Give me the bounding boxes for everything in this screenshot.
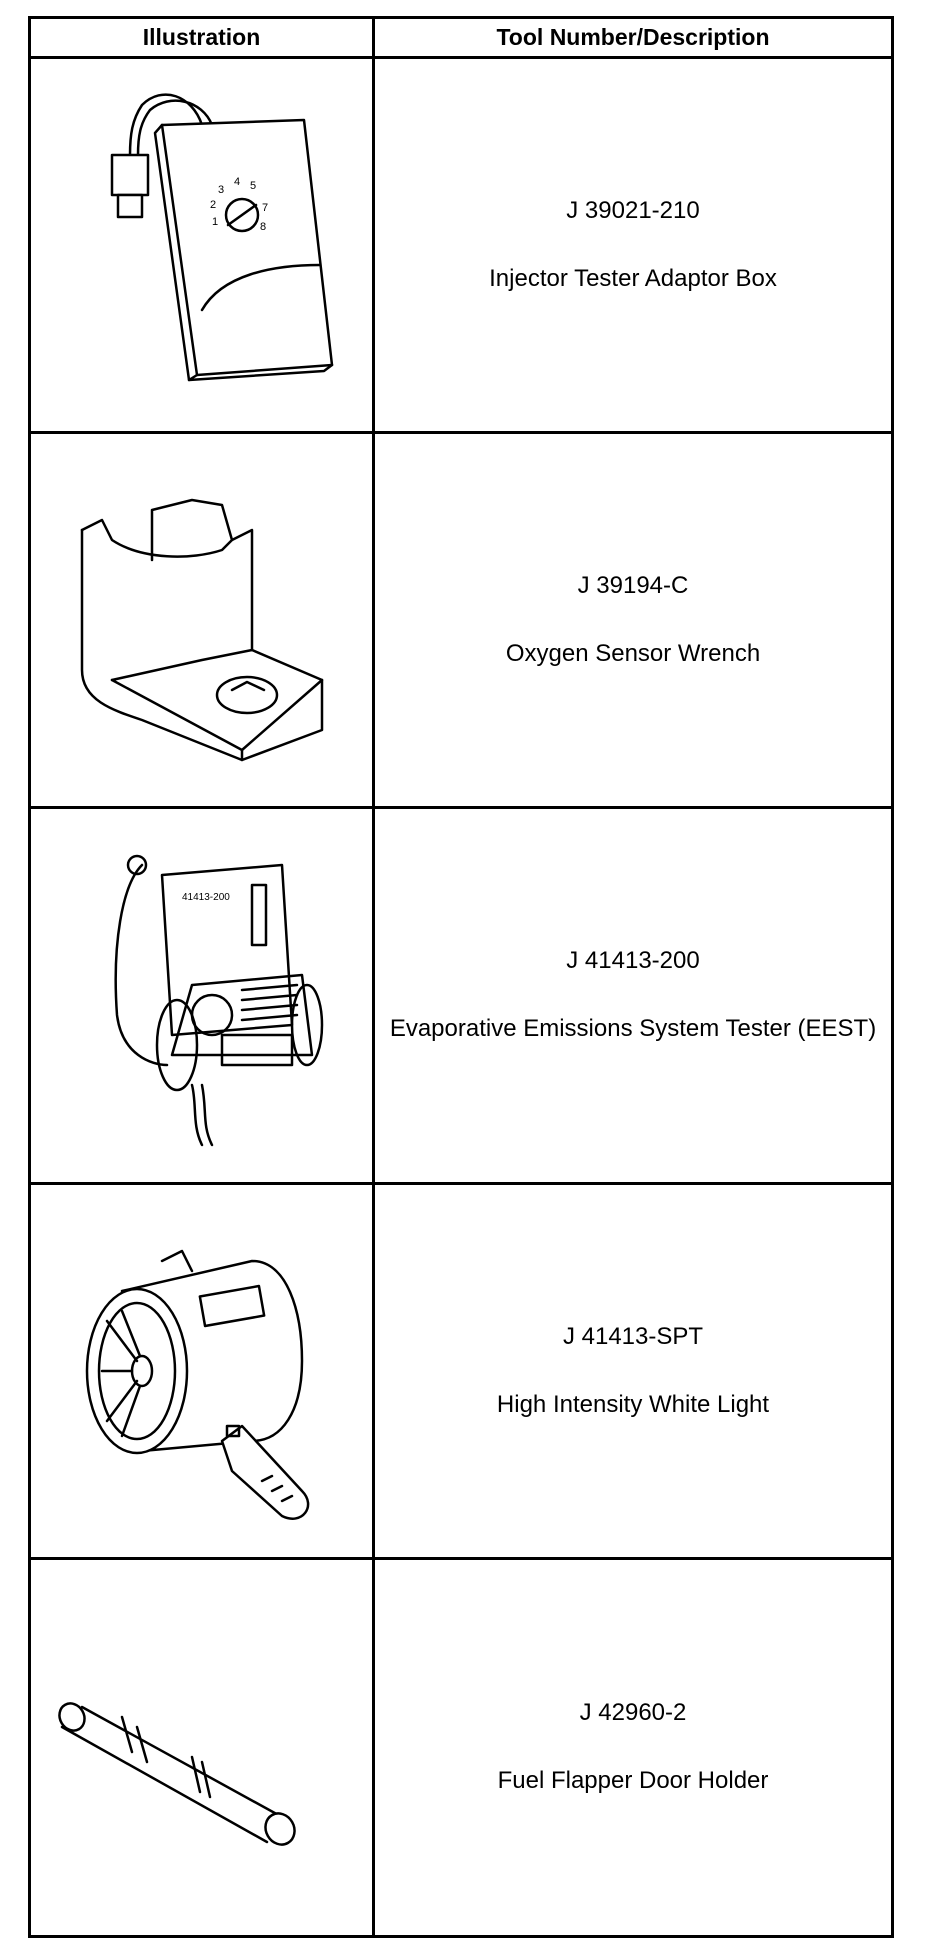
svg-text:2: 2 xyxy=(210,199,216,211)
svg-text:5: 5 xyxy=(250,180,256,192)
emissions-tester-icon: 41413-200 xyxy=(113,855,323,1147)
tool-number: J 41413-SPT xyxy=(562,1322,704,1350)
tool-description: High Intensity White Light xyxy=(496,1390,770,1418)
tool-number: J 41413-200 xyxy=(566,947,700,975)
row-3-illustration: 41413-200 xyxy=(31,809,375,1185)
row-1-description-cell: J 39021-210 Injector Tester Adaptor Box xyxy=(375,59,891,435)
svg-text:3: 3 xyxy=(218,184,224,196)
svg-text:1: 1 xyxy=(212,216,218,228)
oxygen-sensor-wrench-icon xyxy=(80,499,323,762)
spotlight-icon xyxy=(85,1249,309,1520)
tool-description: Injector Tester Adaptor Box xyxy=(489,265,777,293)
row-5-illustration xyxy=(31,1559,375,1935)
row-5-description-cell: J 42960-2 Fuel Flapper Door Holder xyxy=(375,1560,891,1935)
tool-description: Evaporative Emissions System Tester (EES… xyxy=(389,1015,877,1043)
row-1-illustration: 1 2 3 4 5 7 8 xyxy=(31,59,375,435)
row-3-description-cell: J 41413-200 Evaporative Emissions System… xyxy=(375,809,891,1185)
svg-text:41413-200: 41413-200 xyxy=(182,892,230,903)
tool-description: Oxygen Sensor Wrench xyxy=(505,640,761,668)
row-2-description-cell: J 39194-C Oxygen Sensor Wrench xyxy=(375,434,891,810)
tool-number: J 39194-C xyxy=(577,572,689,600)
header-tool: Tool Number/Description xyxy=(375,19,891,59)
row-4-illustration xyxy=(31,1184,375,1560)
svg-text:7: 7 xyxy=(262,202,268,214)
header-illustration: Illustration xyxy=(31,19,375,59)
row-4-description-cell: J 41413-SPT High Intensity White Light xyxy=(375,1185,891,1560)
row-2-illustration xyxy=(31,434,375,810)
flapper-door-holder-icon xyxy=(57,1702,296,1847)
tool-number: J 39021-210 xyxy=(566,197,700,225)
tools-table: Illustration Tool Number/Description 1 2… xyxy=(28,16,894,1938)
tool-description: Fuel Flapper Door Holder xyxy=(497,1767,769,1795)
adaptor-box-icon: 1 2 3 4 5 7 8 xyxy=(110,93,333,382)
svg-text:8: 8 xyxy=(260,221,266,233)
svg-text:4: 4 xyxy=(234,176,240,188)
tool-number: J 42960-2 xyxy=(579,1699,687,1727)
